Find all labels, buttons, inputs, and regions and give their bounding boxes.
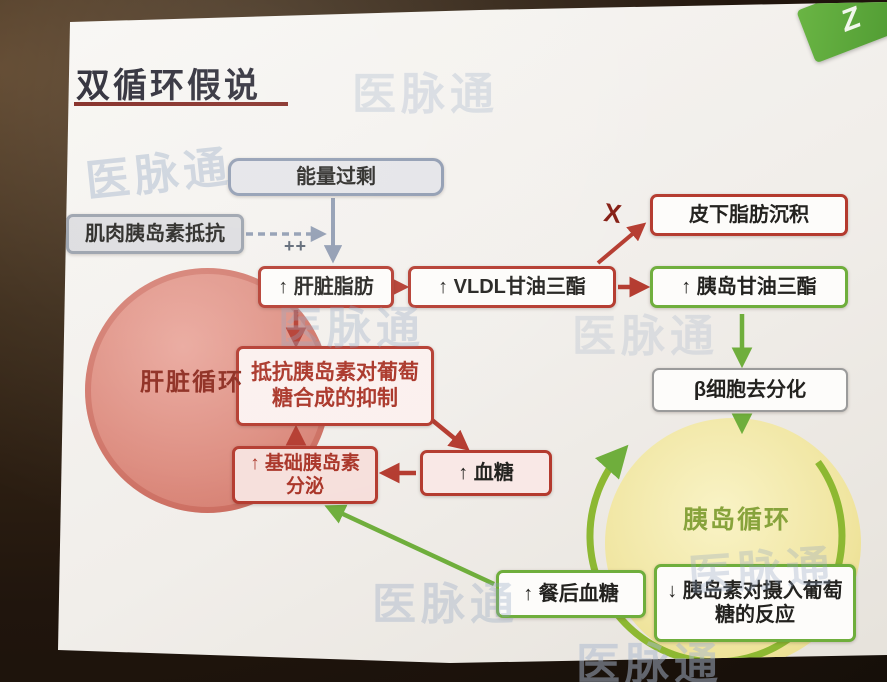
node-postprandial-glucose: ↑ 餐后血糖: [496, 570, 646, 618]
node-liver-fat: ↑ 肝脏脂肪: [258, 266, 394, 308]
node-muscle-insulin-resistance: 肌肉胰岛素抵抗: [66, 214, 244, 254]
arrow-postprandial-to-basal-insulin: [324, 504, 495, 587]
publisher-logo-glyph: Z: [836, 0, 866, 39]
node-blood-glucose: ↑ 血糖: [420, 450, 552, 496]
islet-cycle-label: 胰岛循环: [683, 506, 792, 534]
node-vldl-triglycerides: ↑ VLDL甘油三酯: [408, 266, 616, 308]
node-islet-triglycerides: ↑ 胰岛甘油三酯: [650, 266, 848, 308]
node-subcutaneous-fat: 皮下脂肪沉积: [650, 194, 848, 236]
node-energy-excess: 能量过剩: [228, 158, 444, 196]
arrow-vldl-to-subcutaneous-fat: [596, 222, 647, 265]
node-basal-insulin-secretion: ↑ 基础胰岛素分泌: [232, 446, 378, 504]
liver-cycle-label: 肝脏循环: [140, 369, 244, 396]
page-title: 双循环假说: [76, 67, 261, 105]
node-beta-cell-dedifferentiation: β细胞去分化: [652, 368, 848, 412]
plus-plus-label: ++: [284, 236, 308, 256]
node-insulin-resistance-inhibition: 抵抗胰岛素对葡萄糖合成的抑制: [236, 346, 434, 426]
arrow-resistance-to-glucose: [430, 418, 470, 451]
node-insulin-response-to-glucose: ↓ 胰岛素对摄入葡萄糖的反应: [654, 564, 856, 642]
title-underline: [74, 102, 288, 106]
